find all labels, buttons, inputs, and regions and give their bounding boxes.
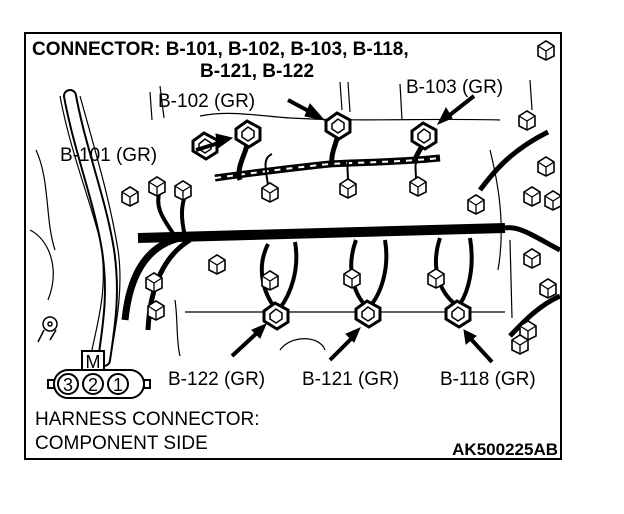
label-b101: B-101 (GR) <box>60 145 158 166</box>
label-b118: B-118 (GR) <box>440 369 536 390</box>
pinout-key-letter: M <box>86 352 101 372</box>
lower-loops <box>156 189 474 310</box>
connector-b121 <box>354 299 382 329</box>
label-b103: B-103 (GR) <box>406 77 504 98</box>
connector-b103 <box>410 121 438 151</box>
connector-b102 <box>234 119 262 149</box>
connector-b121-top <box>324 111 352 141</box>
pinout-pin-2: 2 <box>88 375 98 395</box>
figure-code: AK500225AB <box>452 440 558 459</box>
label-b102: B-102 (GR) <box>158 91 256 112</box>
label-b122: B-122 (GR) <box>168 369 266 390</box>
arrows <box>195 94 494 364</box>
label-b121: B-121 (GR) <box>302 369 400 390</box>
diagram-title: CONNECTOR: B-101, B-102, B-103, B-118, <box>32 39 409 60</box>
pinout-pin-3: 3 <box>63 375 73 395</box>
diagram-title-continued: B-121, B-122 <box>200 61 315 82</box>
ground-lug <box>37 316 58 343</box>
footer-line-1: HARNESS CONNECTOR: <box>35 409 260 430</box>
connector-pinout-symbol <box>47 350 151 399</box>
connector-b122 <box>262 301 290 331</box>
connector-b118 <box>444 299 472 329</box>
pinout-pin-1: 1 <box>113 375 123 395</box>
target-connectors <box>191 111 472 331</box>
footer-line-2: COMPONENT SIDE <box>35 433 208 454</box>
